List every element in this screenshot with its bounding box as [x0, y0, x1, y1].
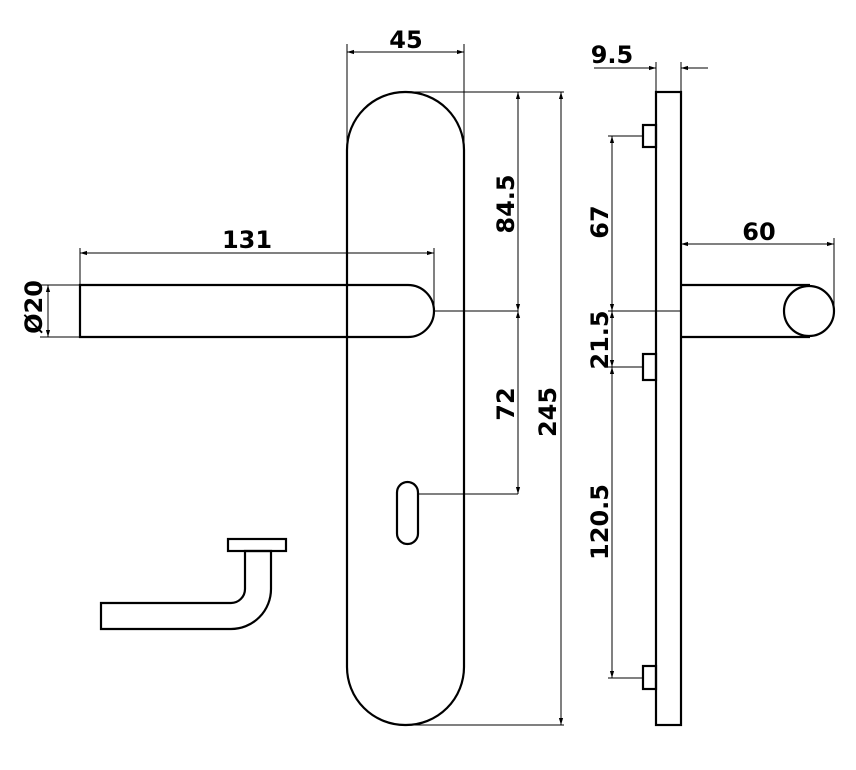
dim-plate-thickness: 9.5: [591, 41, 708, 92]
lever-length-label: 131: [222, 226, 272, 254]
keyhole: [395, 480, 420, 546]
dim-lever-diameter: Ø20: [20, 280, 80, 338]
side-plate-outline: [654, 90, 683, 727]
dim-vertical-chain-front: 84.5 72: [406, 91, 564, 494]
lever-projection-label: 60: [742, 218, 775, 246]
mid-to-bottom-screw-label: 120.5: [586, 484, 614, 560]
backplate-outline: [345, 90, 466, 727]
dim-plate-height: 245: [406, 92, 564, 726]
lever-to-keyhole-label: 72: [492, 387, 520, 420]
dim-lever-projection: 60: [681, 218, 835, 311]
plate-height-label: 245: [534, 387, 562, 437]
lever-perspective-sketch: [99, 537, 288, 631]
lever-to-mid-screw-label: 21.5: [586, 310, 614, 369]
screw-boss-top: [641, 123, 658, 149]
dim-lever-length: 131: [79, 226, 435, 311]
dim-screw-spacing: 67 21.5 120.5: [586, 135, 643, 679]
screw-boss-middle: [641, 352, 658, 382]
front-view: [78, 90, 518, 727]
plate-width-label: 45: [389, 26, 422, 54]
screw-boss-bottom: [641, 664, 658, 691]
plate-thickness-label: 9.5: [591, 41, 634, 69]
dim-plate-width: 45: [346, 26, 465, 148]
top-to-lever-label: 84.5: [492, 174, 520, 233]
side-view: [608, 90, 836, 727]
lever-outline: [78, 283, 436, 339]
lever-diameter-label: Ø20: [20, 280, 48, 334]
lever-end-circle: [782, 284, 836, 338]
top-screw-to-lever-label: 67: [586, 205, 614, 238]
